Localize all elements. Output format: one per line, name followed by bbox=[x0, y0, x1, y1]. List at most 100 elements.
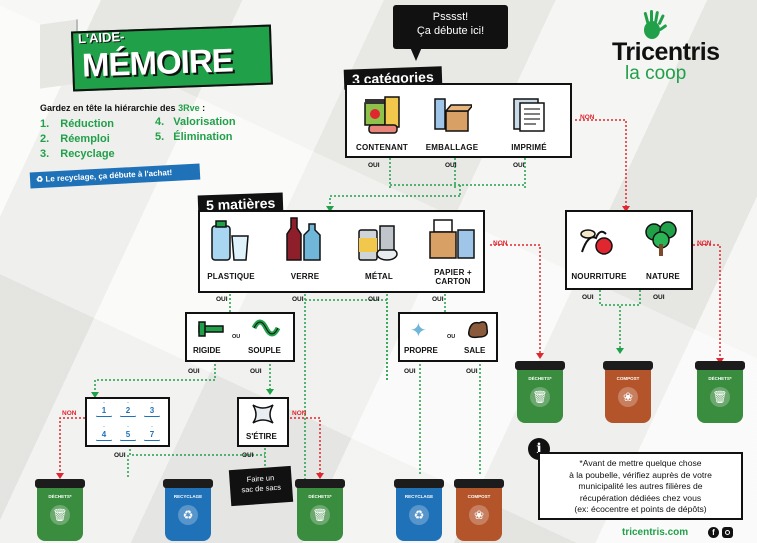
title-block: L'AIDE- MÉMOIRE bbox=[40, 19, 275, 92]
pipe-icon bbox=[197, 320, 225, 338]
stretch-box bbox=[237, 397, 289, 447]
banner-text: Le recyclage, ça débute à l'achat! bbox=[45, 168, 173, 184]
code-1: 1 bbox=[96, 402, 112, 417]
material-glass: VERRE bbox=[290, 272, 320, 281]
bubble-tail bbox=[410, 47, 422, 61]
info-line3: municipalité les autres filières de bbox=[578, 481, 703, 491]
category-container: CONTENANT bbox=[355, 143, 409, 152]
hierarchy-item: 1. Réduction bbox=[40, 118, 115, 130]
plastic-codes-grid: 1 2 3 4 5 7 bbox=[96, 402, 161, 444]
yes-label: OUI bbox=[404, 368, 416, 375]
info-line5: (ex: écocentre et points de dépôts) bbox=[574, 504, 707, 514]
recycling-bin: RECYCLAGE ♻ bbox=[163, 479, 213, 541]
compost-bin: COMPOST ❀ bbox=[603, 361, 653, 423]
trash-bin: DÉCHETS* 🗑 bbox=[695, 361, 745, 423]
bin-label: RECYCLAGE bbox=[173, 494, 203, 499]
bin-lid bbox=[35, 479, 85, 488]
yes-label: OUI bbox=[466, 368, 478, 375]
yes-label: OUI bbox=[368, 162, 380, 169]
plastic-codes-box bbox=[85, 397, 170, 447]
code-2: 2 bbox=[120, 402, 136, 417]
hand-logo bbox=[640, 10, 674, 40]
trash-icon: 🗑 bbox=[710, 387, 730, 407]
yes-label: OUI bbox=[250, 368, 262, 375]
yes-label: OUI bbox=[292, 296, 304, 303]
recycle-icon: ♻ bbox=[35, 174, 44, 185]
no-label: NON bbox=[580, 114, 595, 121]
intro-colon: : bbox=[202, 103, 206, 113]
rigidity-box bbox=[185, 312, 295, 362]
hierarchy-list: 1. Réduction 2. Réemploi 3. Recyclage 4.… bbox=[40, 116, 260, 168]
sale-label: SALE bbox=[464, 346, 486, 355]
material-metal: MÉTAL bbox=[365, 272, 393, 281]
bin-label: COMPOST bbox=[467, 494, 491, 499]
trash-bin: DÉCHETS* 🗑 bbox=[515, 361, 565, 423]
compost-icon: ❀ bbox=[469, 505, 489, 525]
organic-nature: NATURE bbox=[646, 272, 680, 281]
no-label: NON bbox=[62, 410, 77, 417]
info-line2: à la poubelle, vérifiez auprès de votre bbox=[569, 469, 712, 480]
yes-label: OUI bbox=[188, 368, 200, 375]
yes-label: OUI bbox=[368, 296, 380, 303]
category-packaging: EMBALLAGE bbox=[425, 143, 479, 152]
nature-icon bbox=[642, 220, 682, 258]
title-aide: L'AIDE- bbox=[77, 28, 125, 47]
container-icon bbox=[363, 95, 403, 135]
hierarchy-item: 5. Élimination bbox=[155, 131, 233, 143]
yes-label: OUI bbox=[653, 294, 665, 301]
title-memoire: MÉMOIRE bbox=[81, 41, 234, 84]
stretch-label: S'ÉTIRE bbox=[246, 432, 277, 441]
stretch-icon bbox=[249, 401, 277, 427]
website-link[interactable]: tricentris.com bbox=[622, 527, 689, 538]
recycle-icon: ♻ bbox=[178, 505, 198, 525]
yes-label: OUI bbox=[242, 452, 254, 459]
bin-label: DÉCHETS* bbox=[708, 376, 732, 381]
organic-food: NOURRITURE bbox=[571, 272, 627, 281]
recycling-bin: RECYCLAGE ♻ bbox=[394, 479, 444, 541]
bin-lid bbox=[394, 479, 444, 488]
yes-label: OUI bbox=[216, 296, 228, 303]
bin-label: COMPOST bbox=[616, 376, 640, 381]
yes-label: OUI bbox=[432, 296, 444, 303]
paper-line2: CARTON bbox=[435, 277, 471, 286]
rigide-label: RIGIDE bbox=[193, 346, 221, 355]
bin-lid bbox=[454, 479, 504, 488]
bubble-line2: Ça débute ici! bbox=[416, 25, 485, 37]
compost-bin: COMPOST ❀ bbox=[454, 479, 504, 541]
brand-name: Tricentris bbox=[612, 38, 720, 66]
yes-label: OUI bbox=[445, 162, 457, 169]
intro-label: Gardez en tête la hiérarchie des bbox=[40, 103, 176, 113]
plastic-icon bbox=[208, 218, 253, 263]
no-label: NON bbox=[697, 240, 712, 247]
paper-line1: PAPIER + bbox=[434, 268, 472, 277]
hierarchy-item: 2. Réemploi bbox=[40, 133, 110, 145]
organic-box bbox=[565, 210, 693, 290]
bin-label: RECYCLAGE bbox=[404, 494, 434, 499]
no-label: NON bbox=[292, 410, 307, 417]
category-printed: IMPRIMÉ bbox=[511, 143, 547, 152]
bin-label: DÉCHETS* bbox=[48, 494, 72, 499]
bin-lid bbox=[515, 361, 565, 370]
hierarchy-item: 3. Recyclage bbox=[40, 148, 115, 160]
packaging-icon bbox=[432, 95, 475, 135]
cleanliness-or: OU bbox=[447, 334, 456, 340]
material-plastic: PLASTIQUE bbox=[207, 272, 255, 281]
propre-label: PROPRE bbox=[404, 346, 438, 355]
rigidity-or: OU bbox=[232, 334, 241, 340]
stain-icon bbox=[465, 317, 491, 339]
printed-icon bbox=[508, 95, 548, 135]
facebook-icon[interactable]: f bbox=[708, 527, 719, 538]
instagram-icon[interactable] bbox=[722, 527, 733, 538]
paper-icon bbox=[428, 216, 478, 264]
speech-bubble: Psssst! Ça débute ici! bbox=[393, 5, 508, 49]
code-4: 4 bbox=[96, 426, 112, 441]
intro-highlight: 3Rve bbox=[178, 103, 200, 113]
trash-bin: DÉCHETS* 🗑 bbox=[35, 479, 85, 541]
souple-label: SOUPLE bbox=[248, 346, 281, 355]
info-line4: récupération dédiées chez vous bbox=[579, 492, 702, 503]
compost-icon: ❀ bbox=[618, 387, 638, 407]
glass-icon bbox=[283, 214, 328, 264]
sparkle-icon: ✦ bbox=[410, 320, 427, 342]
trash-icon: 🗑 bbox=[50, 505, 70, 525]
intro-text: Gardez en tête la hiérarchie des 3Rve : bbox=[40, 103, 205, 113]
